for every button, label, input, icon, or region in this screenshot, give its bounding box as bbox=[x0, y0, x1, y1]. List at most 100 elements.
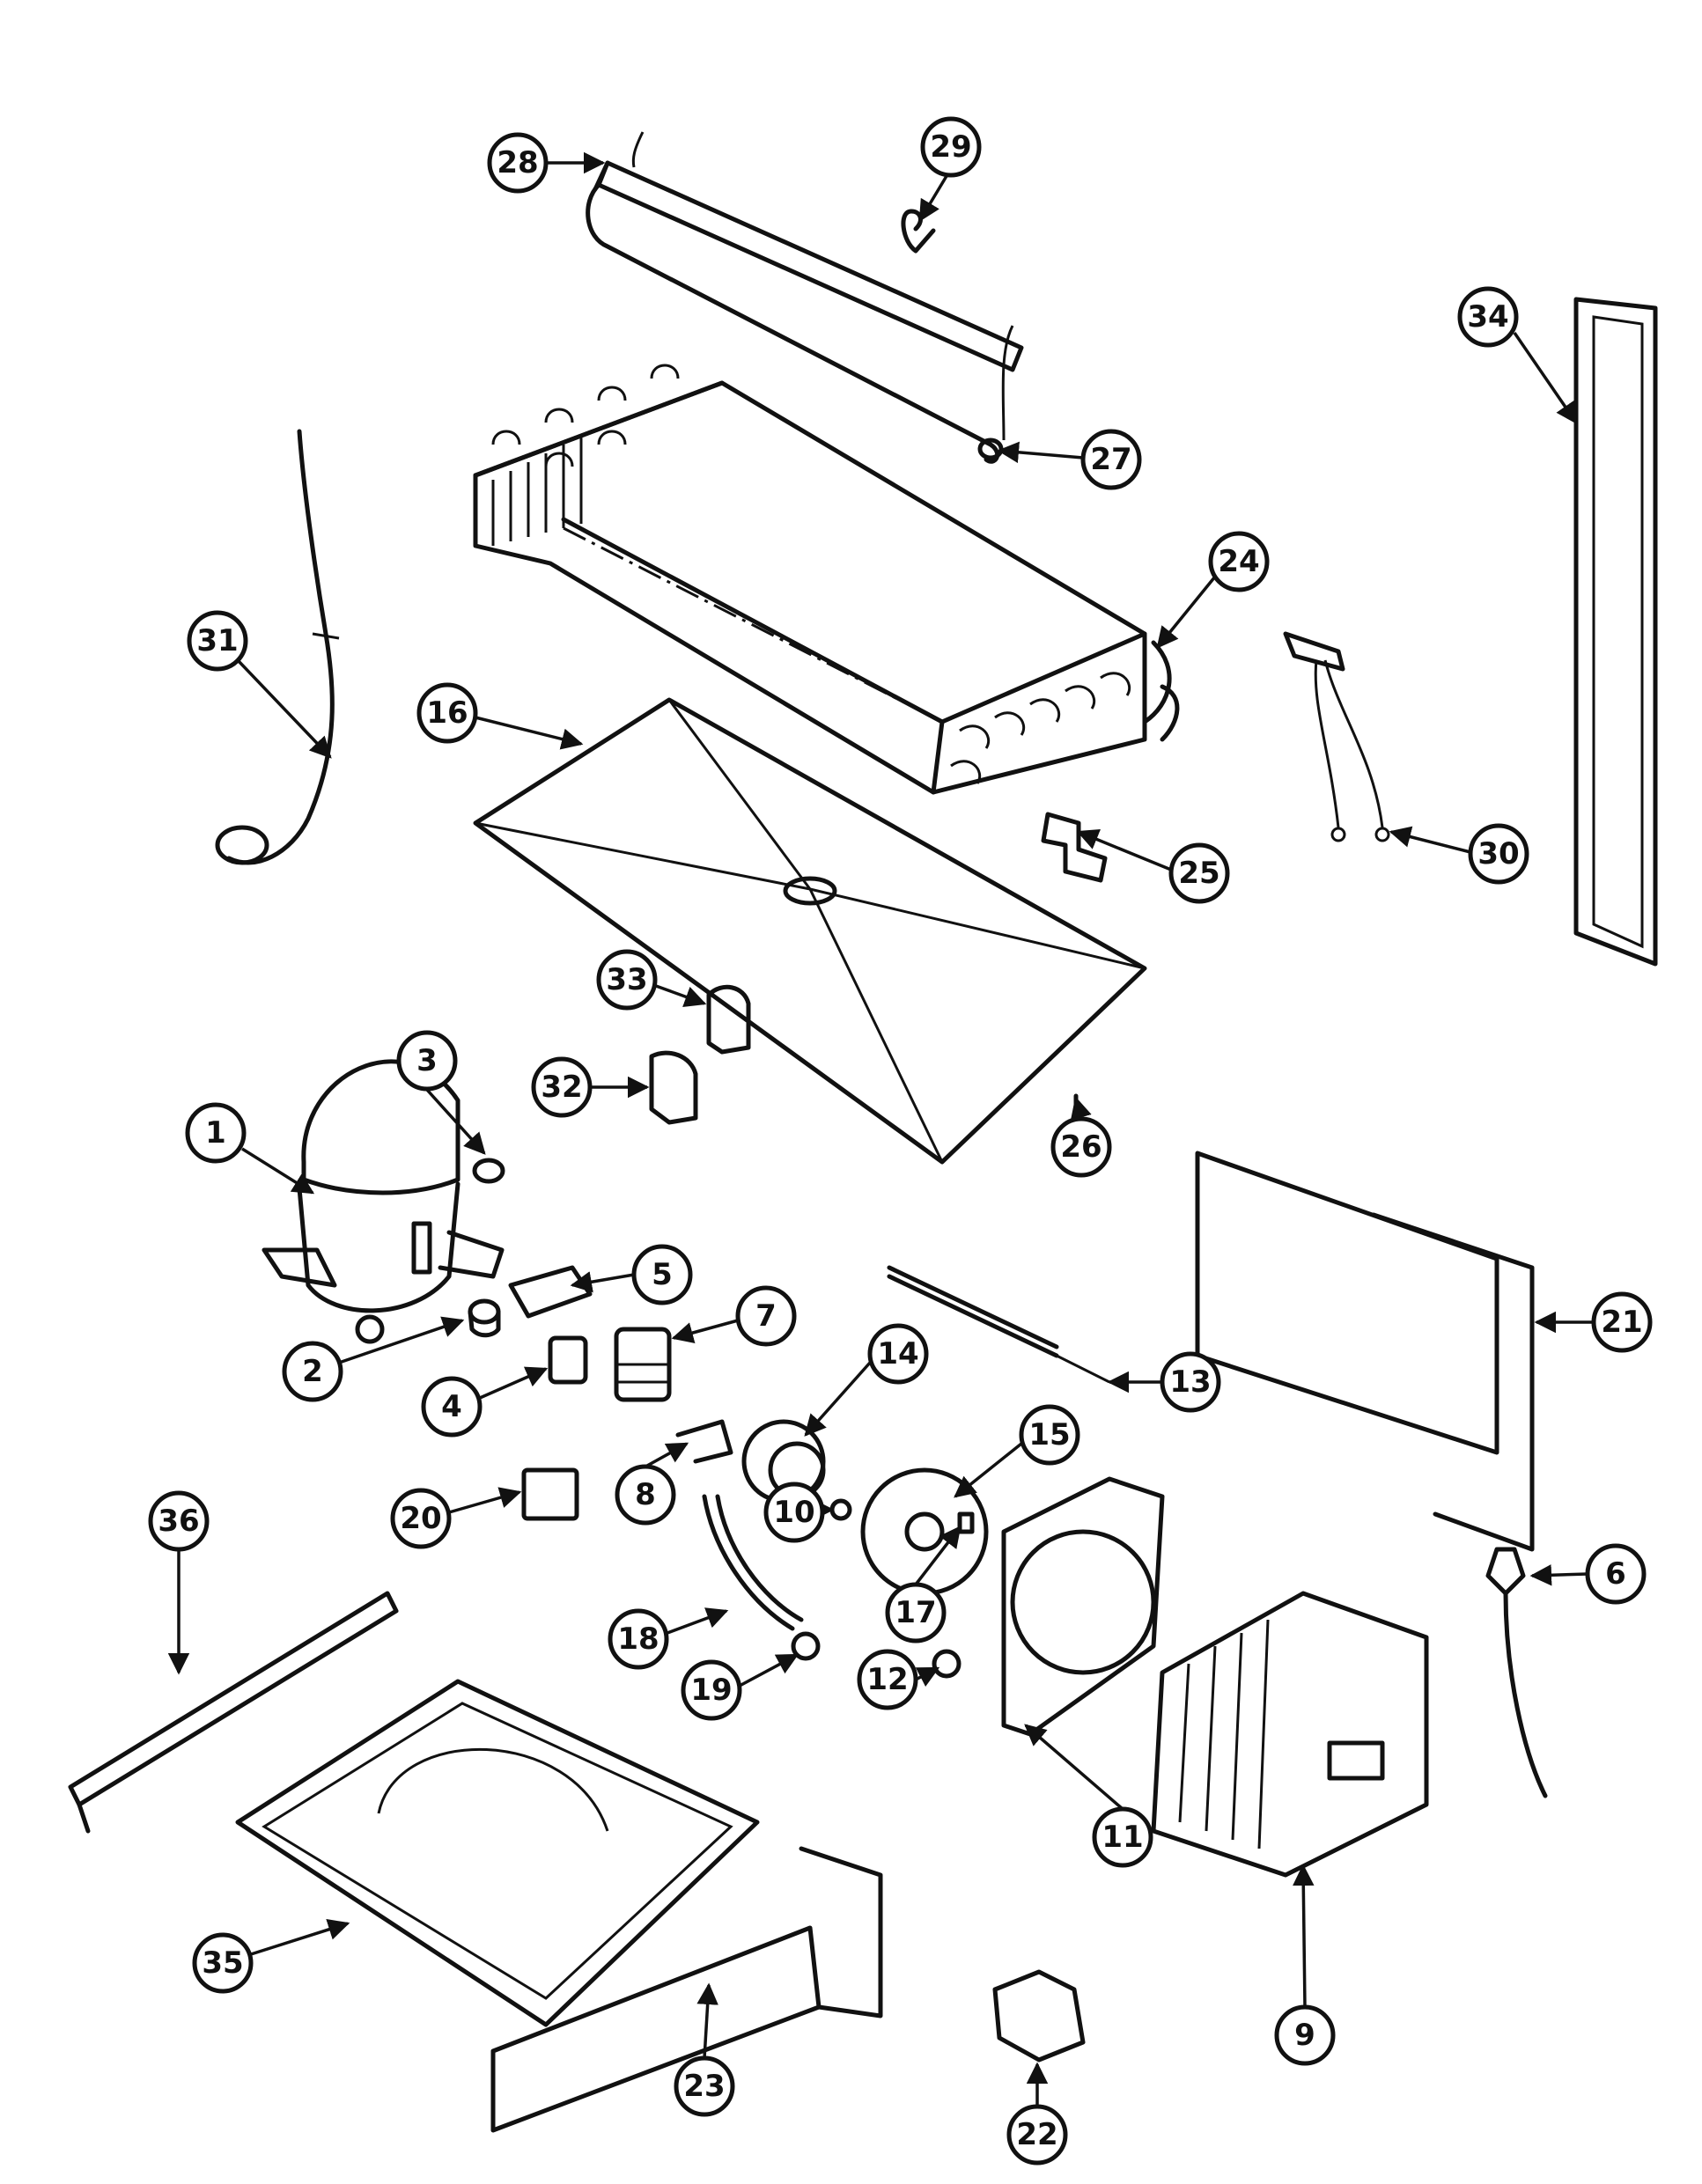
callout-36[interactable]: 36 bbox=[148, 1490, 210, 1675]
callout-1[interactable]: 1 bbox=[185, 1102, 315, 1195]
callout-10-label: 10 bbox=[773, 1495, 814, 1530]
callout-7[interactable]: 7 bbox=[671, 1285, 797, 1347]
callout-1-label: 1 bbox=[205, 1115, 226, 1151]
callout-27[interactable]: 27 bbox=[997, 429, 1142, 490]
callout-8-label: 8 bbox=[635, 1477, 656, 1512]
callout-28-label: 28 bbox=[497, 145, 538, 180]
part-31-drain-tube bbox=[215, 429, 340, 865]
callout-34-label: 34 bbox=[1467, 299, 1508, 335]
callout-7-label: 7 bbox=[755, 1298, 777, 1334]
part-1-compressor bbox=[262, 1059, 505, 1344]
callout-13-label: 13 bbox=[1169, 1364, 1211, 1400]
callout-24-label: 24 bbox=[1218, 544, 1259, 579]
part-32-grommet bbox=[649, 1050, 698, 1125]
callout-33-label: 33 bbox=[606, 962, 647, 997]
part-17-clip bbox=[957, 1511, 975, 1534]
callout-17-label: 17 bbox=[895, 1595, 936, 1630]
callout-21-label: 21 bbox=[1601, 1305, 1642, 1340]
callout-22-label: 22 bbox=[1016, 2117, 1057, 2152]
part-2-grommet bbox=[468, 1298, 501, 1338]
callout-20-label: 20 bbox=[400, 1501, 441, 1536]
callout-26[interactable]: 26 bbox=[1050, 1096, 1112, 1178]
callout-11-label: 11 bbox=[1102, 1820, 1143, 1855]
callout-14[interactable]: 14 bbox=[804, 1323, 929, 1437]
callout-5[interactable]: 5 bbox=[570, 1244, 693, 1305]
callout-9-label: 9 bbox=[1294, 2018, 1315, 2053]
callout-18-label: 18 bbox=[617, 1621, 659, 1657]
callout-18[interactable]: 18 bbox=[608, 1607, 729, 1670]
callout-27-label: 27 bbox=[1090, 442, 1131, 477]
callout-35[interactable]: 35 bbox=[192, 1919, 350, 1994]
part-24-evaporator bbox=[473, 364, 1180, 795]
part-10-washer bbox=[829, 1498, 852, 1521]
callout-36-label: 36 bbox=[158, 1504, 199, 1539]
callout-12[interactable]: 12 bbox=[857, 1649, 940, 1710]
part-18-motor-bracket bbox=[702, 1494, 804, 1631]
callout-4[interactable]: 4 bbox=[421, 1366, 549, 1438]
part-33-grommet bbox=[706, 984, 751, 1055]
callout-29[interactable]: 29 bbox=[918, 116, 982, 223]
part-29-heater-clip bbox=[901, 209, 936, 254]
part-25-bracket bbox=[1041, 812, 1108, 883]
part-23-panel bbox=[490, 1846, 883, 2133]
callout-3[interactable]: 3 bbox=[396, 1030, 486, 1155]
part-12-grommet bbox=[932, 1649, 962, 1679]
part-36-rail bbox=[68, 1591, 399, 1834]
callout-12-label: 12 bbox=[866, 1662, 908, 1697]
callout-32[interactable]: 32 bbox=[531, 1056, 650, 1118]
callout-16[interactable]: 16 bbox=[416, 682, 584, 750]
callout-23[interactable]: 23 bbox=[674, 1982, 735, 2117]
part-19-grommet bbox=[791, 1631, 821, 1661]
callout-21[interactable]: 21 bbox=[1534, 1291, 1653, 1353]
part-11-fan-shroud bbox=[1001, 1476, 1165, 1737]
part-28-defrost-heater bbox=[586, 131, 1024, 464]
part-35-drain-pan bbox=[235, 1679, 760, 2027]
callout-29-label: 29 bbox=[930, 129, 971, 165]
part-22-part bbox=[992, 1969, 1086, 2063]
callout-31[interactable]: 31 bbox=[187, 610, 332, 759]
callout-17[interactable]: 17 bbox=[885, 1526, 962, 1644]
callout-34[interactable]: 34 bbox=[1457, 286, 1578, 425]
callout-6-label: 6 bbox=[1605, 1556, 1626, 1592]
callouts: 1 2 3 4 5 6 7 bbox=[148, 116, 1653, 2166]
callout-5-label: 5 bbox=[652, 1257, 673, 1292]
callout-15-label: 15 bbox=[1028, 1417, 1070, 1452]
callout-22[interactable]: 22 bbox=[1006, 2062, 1068, 2166]
part-5-cover bbox=[508, 1265, 593, 1319]
callout-30-label: 30 bbox=[1477, 836, 1519, 871]
callout-28[interactable]: 28 bbox=[487, 132, 606, 194]
callout-2[interactable]: 2 bbox=[282, 1316, 465, 1402]
callout-9[interactable]: 9 bbox=[1274, 1864, 1336, 2066]
callout-6[interactable]: 6 bbox=[1529, 1543, 1647, 1605]
callout-33[interactable]: 33 bbox=[596, 949, 707, 1011]
callout-20[interactable]: 20 bbox=[390, 1487, 522, 1549]
callout-10[interactable]: 10 bbox=[763, 1482, 835, 1543]
callout-2-label: 2 bbox=[302, 1354, 323, 1389]
part-20-defrost-timer bbox=[521, 1467, 579, 1521]
callout-3-label: 3 bbox=[416, 1043, 438, 1078]
callout-32-label: 32 bbox=[541, 1070, 582, 1105]
callout-25-label: 25 bbox=[1178, 856, 1219, 891]
callout-13[interactable]: 13 bbox=[1107, 1351, 1221, 1413]
part-13-thermistor bbox=[887, 1265, 1110, 1384]
part-7-overload bbox=[614, 1327, 672, 1402]
callout-14-label: 14 bbox=[877, 1336, 918, 1371]
part-34-gasket bbox=[1573, 297, 1658, 967]
callout-11[interactable]: 11 bbox=[1024, 1724, 1153, 1868]
callout-35-label: 35 bbox=[202, 1945, 243, 1981]
callout-8[interactable]: 8 bbox=[615, 1442, 689, 1526]
callout-19[interactable]: 19 bbox=[681, 1653, 799, 1721]
part-8-bracket bbox=[675, 1419, 733, 1464]
callout-23-label: 23 bbox=[683, 2069, 725, 2104]
callout-16-label: 16 bbox=[426, 695, 468, 731]
callout-15[interactable]: 15 bbox=[954, 1404, 1080, 1498]
callout-30[interactable]: 30 bbox=[1389, 823, 1529, 885]
part-3-clip bbox=[472, 1158, 505, 1184]
part-21-panel bbox=[1195, 1151, 1535, 1552]
part-6-power-cord bbox=[1485, 1547, 1548, 1798]
callout-26-label: 26 bbox=[1060, 1129, 1102, 1165]
part-9-condenser bbox=[1151, 1591, 1429, 1878]
callout-25[interactable]: 25 bbox=[1076, 829, 1230, 904]
callout-24[interactable]: 24 bbox=[1156, 531, 1270, 649]
